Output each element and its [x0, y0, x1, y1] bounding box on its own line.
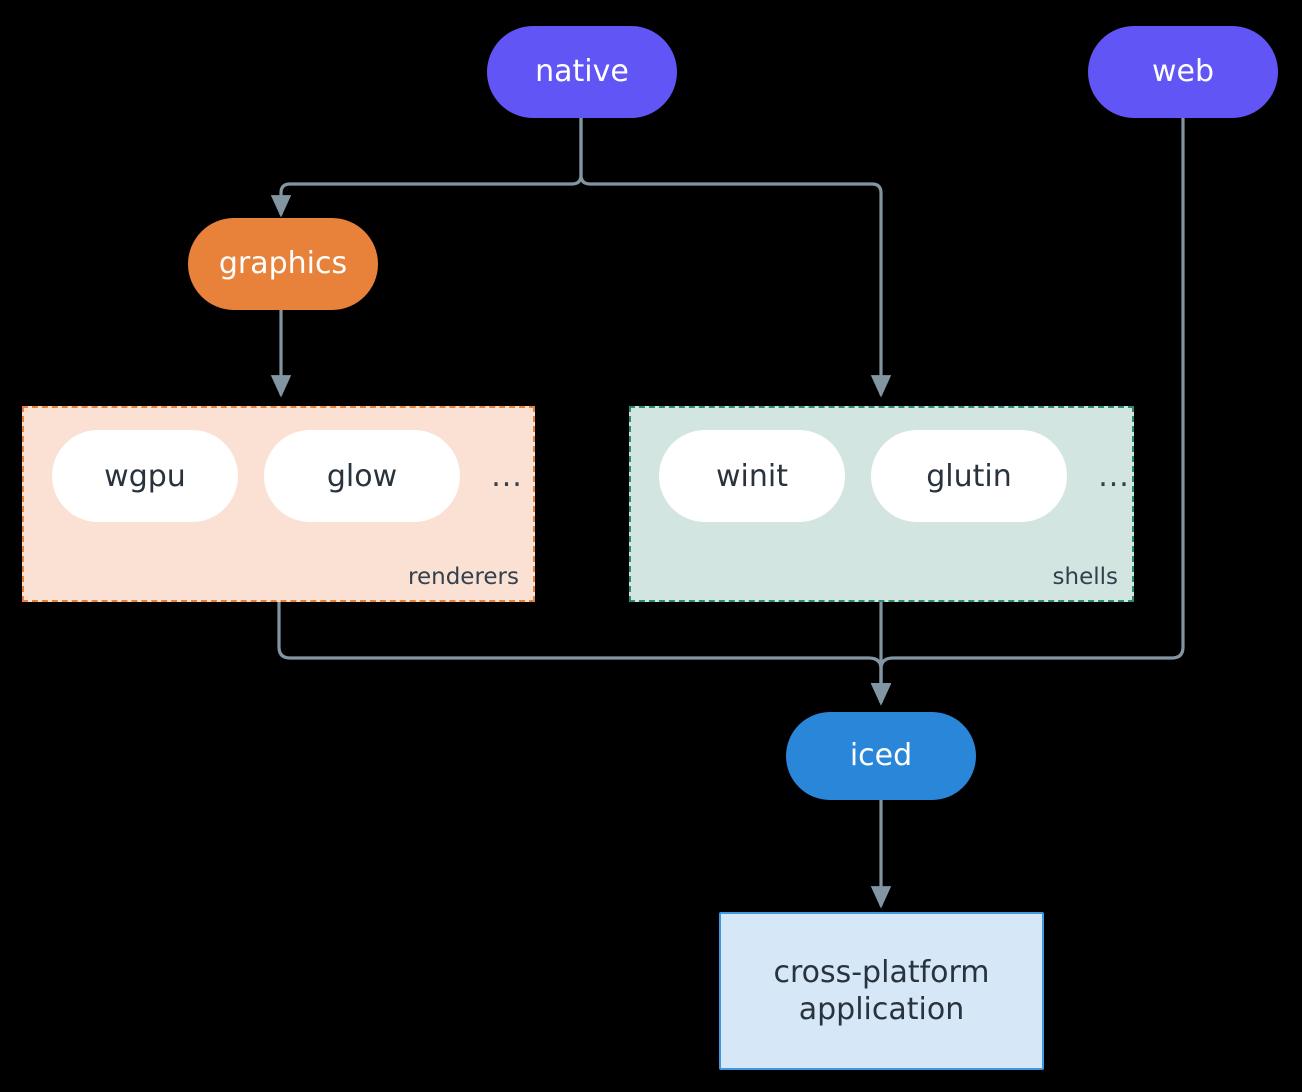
- leaf-glow[interactable]: glow: [264, 430, 460, 522]
- leaf-glutin-label: glutin: [926, 458, 1012, 494]
- application-label-line2: application: [798, 992, 965, 1027]
- edge-renderers-to-iced: [277, 602, 892, 706]
- group-renderers-label: renderers: [408, 564, 519, 590]
- leaf-wgpu[interactable]: wgpu: [52, 430, 238, 522]
- leaf-winit[interactable]: winit: [659, 430, 845, 522]
- node-iced-label: iced: [849, 738, 913, 774]
- node-iced[interactable]: iced: [786, 712, 976, 800]
- node-graphics[interactable]: graphics: [188, 218, 378, 310]
- edge-native-to-shells: [579, 116, 892, 398]
- shells-overflow-ellipsis: ...: [1098, 458, 1130, 494]
- group-renderers: wgpu glow ... renderers: [22, 406, 535, 602]
- leaf-wgpu-label: wgpu: [104, 458, 186, 494]
- leaf-glow-label: glow: [326, 458, 398, 494]
- node-web[interactable]: web: [1088, 26, 1278, 118]
- renderers-overflow-ellipsis: ...: [491, 458, 523, 494]
- node-graphics-label: graphics: [218, 246, 348, 282]
- leaf-glutin[interactable]: glutin: [871, 430, 1067, 522]
- group-shells-label: shells: [1052, 564, 1118, 590]
- node-native-label: native: [535, 54, 629, 90]
- edge-native-to-graphics: [270, 116, 583, 218]
- node-native[interactable]: native: [487, 26, 677, 118]
- leaf-winit-label: winit: [716, 458, 788, 494]
- node-web-label: web: [1151, 54, 1215, 90]
- group-shells: winit glutin ... shells: [629, 406, 1134, 602]
- node-cross-platform-application[interactable]: cross-platform application: [719, 912, 1044, 1070]
- application-label-line1: cross-platform: [773, 954, 990, 990]
